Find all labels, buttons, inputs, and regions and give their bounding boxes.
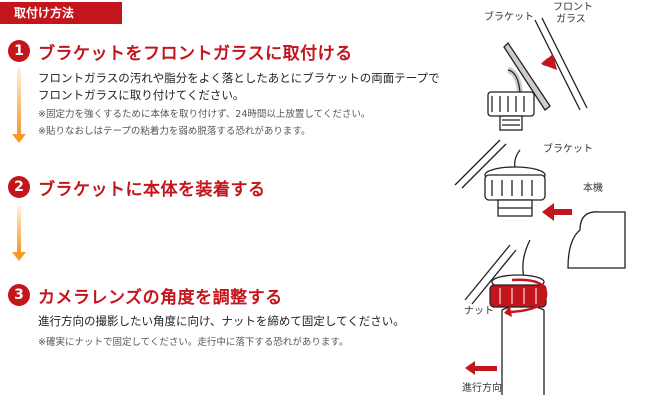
step-3-note-1: ※確実にナットで固定してください。走行中に落下する恐れがあります。 <box>38 337 349 348</box>
label-bracket-1: ブラケット <box>484 12 534 23</box>
step-1-body: フロントガラスの汚れや脂分をよく落としたあとにブラケットの両面テープで フロント… <box>38 70 440 104</box>
rotate-arrow <box>509 278 548 314</box>
nut-highlight <box>489 284 547 308</box>
label-front-glass-line-1: フロント <box>553 2 593 13</box>
label-nut: ナット <box>464 306 494 317</box>
step-2-number: 2 <box>8 176 30 198</box>
step-1-heading: 1 ブラケットをフロントガラスに取付ける <box>8 38 353 64</box>
front-glass-3 <box>464 244 511 301</box>
flow-arrow-2-line <box>17 206 21 252</box>
step-1-title: ブラケットをフロントガラスに取付ける <box>38 43 353 64</box>
step-3-body: 進行方向の撮影したい角度に向け、ナットを締めて固定してください。 <box>38 313 405 330</box>
label-bracket-2: ブラケット <box>543 144 593 155</box>
step-3-body-line-1: 進行方向の撮影したい角度に向け、ナットを締めて固定してください。 <box>38 314 405 328</box>
step-1-note-2: ※貼りなおしはテープの粘着力を弱め脱落する恐れがあります。 <box>38 126 311 137</box>
step-3-title: カメラレンズの角度を調整する <box>38 287 283 308</box>
step-2-title: ブラケットに本体を装着する <box>38 179 266 200</box>
flow-arrow-2-head <box>12 252 26 261</box>
step-3-number: 3 <box>8 284 30 306</box>
front-glass-1 <box>534 19 581 111</box>
bracket-nut-2 <box>484 174 546 201</box>
bracket-pad-1 <box>503 41 551 111</box>
label-body: 本機 <box>583 183 603 194</box>
installation-illustration <box>454 17 626 395</box>
front-glass-2 <box>454 139 501 186</box>
red-arrows <box>465 54 572 375</box>
step-1-number: 1 <box>8 40 30 62</box>
label-direction: 進行方向 <box>462 383 502 394</box>
step-3-notes: ※確実にナットで固定してください。走行中に落下する恐れがあります。 <box>38 334 348 351</box>
flow-arrow-1-head <box>12 134 26 143</box>
bracket-nut-1 <box>487 91 535 117</box>
section-tag: 取付け方法 <box>0 2 122 24</box>
step-1-body-line-1: フロントガラスの汚れや脂分をよく落としたあとにブラケットの両面テープで <box>38 71 440 85</box>
step-1-notes: ※固定力を強くするために本体を取り付けず、24時間以上放置してください。 ※貼り… <box>38 106 370 140</box>
label-front-glass-line-2: ガラス <box>556 14 586 25</box>
flow-arrow-1-line <box>17 68 21 134</box>
step-2-heading: 2 ブラケットに本体を装着する <box>8 174 266 200</box>
step-1-note-1: ※固定力を強くするために本体を取り付けず、24時間以上放置してください。 <box>38 109 371 120</box>
step-1-body-line-2: フロントガラスに取り付けてください。 <box>38 88 245 102</box>
camera-body <box>567 211 626 269</box>
step-3-heading: 3 カメラレンズの角度を調整する <box>8 282 283 308</box>
